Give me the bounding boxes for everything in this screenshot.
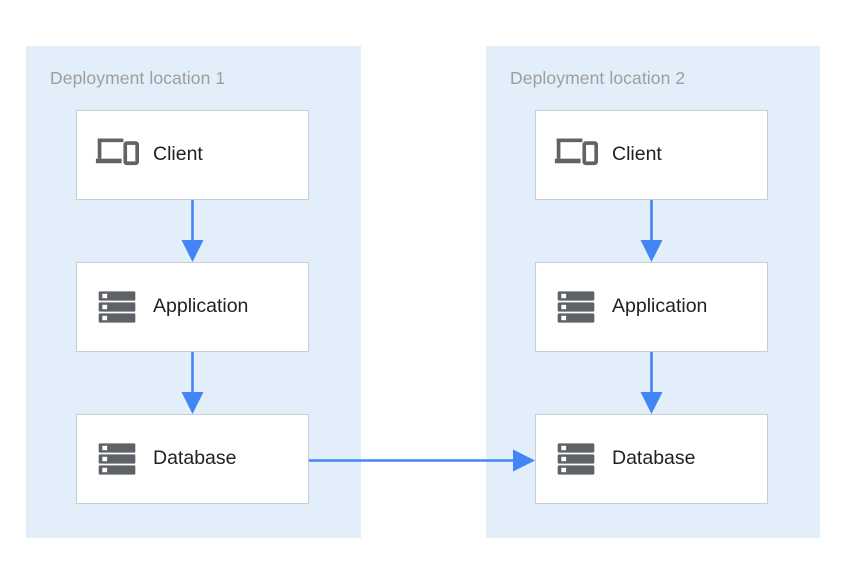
node-client-2-label: Client — [612, 143, 662, 166]
zone-1-label: Deployment location 1 — [50, 68, 226, 88]
server-icon — [557, 291, 595, 323]
devices-icon — [554, 138, 598, 166]
server-icon — [98, 443, 136, 475]
node-database-1-label: Database — [153, 447, 237, 470]
node-client-2[interactable]: Client — [535, 110, 768, 200]
node-application-2[interactable]: Application — [535, 262, 768, 352]
devices-icon — [95, 138, 139, 166]
server-icon — [98, 291, 136, 323]
node-application-1[interactable]: Application — [76, 262, 309, 352]
zone-2-label: Deployment location 2 — [510, 68, 686, 88]
node-application-2-label: Application — [612, 295, 708, 318]
node-client-1-label: Client — [153, 143, 203, 166]
node-database-2[interactable]: Database — [535, 414, 768, 504]
node-database-2-label: Database — [612, 447, 696, 470]
node-application-1-label: Application — [153, 295, 249, 318]
node-client-1[interactable]: Client — [76, 110, 309, 200]
server-icon — [557, 443, 595, 475]
node-database-1[interactable]: Database — [76, 414, 309, 504]
